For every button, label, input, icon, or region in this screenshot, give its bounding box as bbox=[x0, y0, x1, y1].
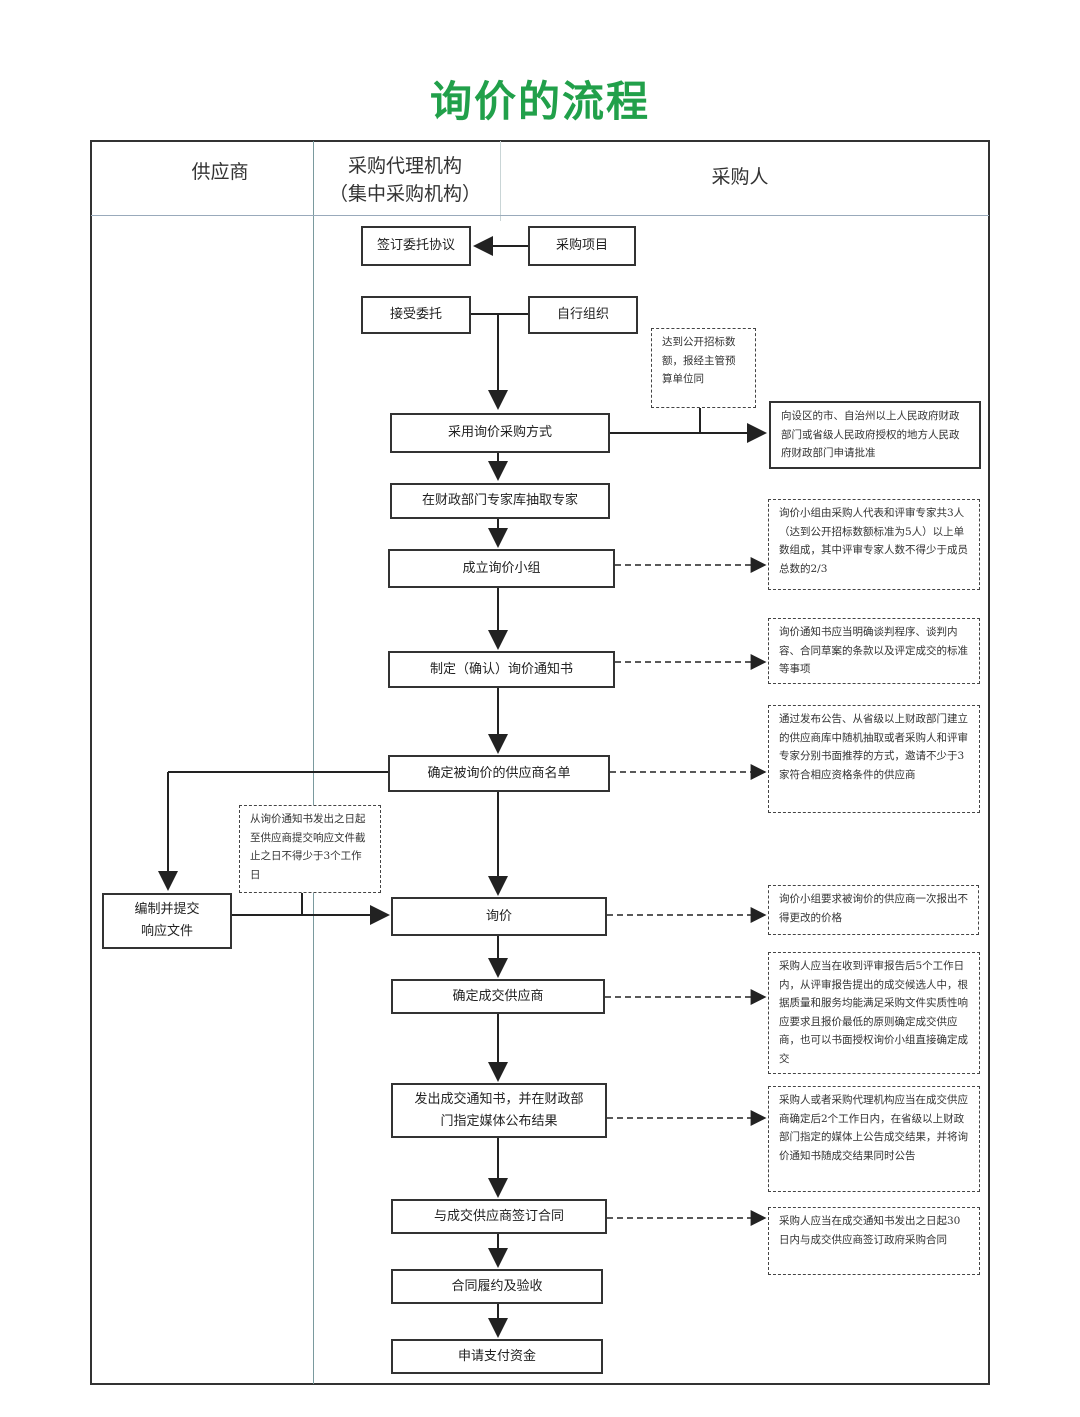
lane-divider-left bbox=[313, 141, 314, 1384]
note-winner-rule: 采购人应当在收到评审报告后5个工作日内，从评审报告提出的成交候选人中，根据质量和… bbox=[768, 952, 980, 1074]
box-inquiry: 询价 bbox=[391, 897, 607, 936]
lane-header-agency-line1: 采购代理机构 bbox=[347, 155, 462, 177]
box-prepare-docs: 编制并提交 响应文件 bbox=[102, 893, 232, 949]
box-apply-payment: 申请支付资金 bbox=[391, 1339, 603, 1374]
box-form-panel: 成立询价小组 bbox=[388, 549, 615, 588]
note-panel-rule: 询价小组由采购人代表和评审专家共3人（达到公开招标数额标准为5人）以上单数组成，… bbox=[768, 499, 980, 590]
flowchart-frame bbox=[90, 140, 990, 1385]
page-title: 询价的流程 bbox=[429, 77, 650, 126]
box-accept-commission: 接受委托 bbox=[361, 296, 471, 334]
box-issue-notice: 发出成交通知书，并在财政部 门指定媒体公布结果 bbox=[391, 1083, 607, 1138]
note-contract-rule: 采购人应当在成交通知书发出之日起30日内与成交供应商签订政府采购合同 bbox=[768, 1207, 980, 1275]
note-quote-rule: 询价小组要求被询价的供应商一次报出不得更改的价格 bbox=[768, 885, 979, 935]
box-self-organize: 自行组织 bbox=[528, 296, 638, 334]
note-deadline-rule: 从询价通知书发出之日起至供应商提交响应文件截止之日不得少于3个工作日 bbox=[239, 805, 381, 893]
lane-header-agency: 采购代理机构 （集中采购机构） bbox=[315, 152, 495, 208]
box-supplier-list: 确定被询价的供应商名单 bbox=[388, 755, 610, 792]
note-threshold: 达到公开招标数额，报经主管预算单位同 bbox=[651, 328, 756, 408]
box-determine-winner: 确定成交供应商 bbox=[391, 979, 605, 1014]
note-notice-rule: 询价通知书应当明确谈判程序、谈判内容、合同草案的条款以及评定成交的标准等事项 bbox=[768, 618, 980, 684]
lane-divider-right bbox=[500, 141, 501, 221]
box-draw-experts: 在财政部门专家库抽取专家 bbox=[390, 483, 610, 519]
box-make-notice: 制定（确认）询价通知书 bbox=[388, 651, 615, 688]
box-purchase-project: 采购项目 bbox=[528, 226, 636, 266]
box-prepare-docs-line1: 编制并提交 bbox=[134, 902, 200, 917]
note-approval: 向设区的市、自治州以上人民政府财政部门或省级人民政府授权的地方人民政府财政部门申… bbox=[769, 401, 981, 469]
box-acceptance: 合同履约及验收 bbox=[391, 1269, 603, 1304]
box-issue-notice-line1: 发出成交通知书，并在财政部 bbox=[414, 1091, 584, 1107]
box-issue-notice-line2: 门指定媒体公布结果 bbox=[440, 1113, 558, 1129]
lane-header-supplier: 供应商 bbox=[191, 161, 249, 183]
lane-header-divider bbox=[91, 215, 989, 216]
lane-header-purchaser: 采购人 bbox=[711, 166, 769, 188]
box-adopt-inquiry-method: 采用询价采购方式 bbox=[390, 413, 610, 453]
lane-header-agency-line2: （集中采购机构） bbox=[328, 183, 481, 205]
note-supplier-rule: 通过发布公告、从省级以上财政部门建立的供应商库中随机抽取或者采购人和评审专家分别… bbox=[768, 705, 980, 813]
box-sign-agreement: 签订委托协议 bbox=[361, 226, 471, 266]
box-sign-contract: 与成交供应商签订合同 bbox=[391, 1199, 607, 1234]
box-prepare-docs-line2: 响应文件 bbox=[140, 924, 193, 939]
note-publish-rule: 采购人或者采购代理机构应当在成交供应商确定后2个工作日内，在省级以上财政部门指定… bbox=[768, 1086, 980, 1192]
